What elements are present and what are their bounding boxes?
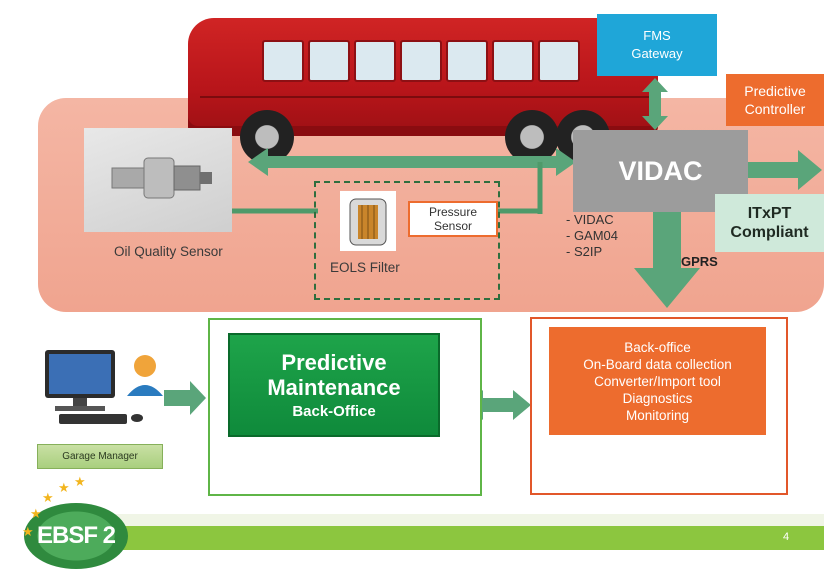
vidac-module-list: - VIDAC - GAM04 - S2IP bbox=[566, 212, 618, 260]
star-icon: ★ bbox=[74, 474, 86, 489]
itxpt-line2: Compliant bbox=[730, 224, 809, 241]
bus-stripe bbox=[200, 96, 650, 98]
star-icon: ★ bbox=[30, 506, 42, 521]
eols-filter-label: EOLS Filter bbox=[330, 260, 400, 275]
backoffice-item: Back-office bbox=[624, 339, 691, 355]
vidac-module-item: - VIDAC bbox=[566, 212, 614, 227]
bus-wheel bbox=[505, 110, 559, 164]
oil-quality-sensor-label: Oil Quality Sensor bbox=[114, 244, 223, 259]
backoffice-item: Diagnostics bbox=[622, 390, 693, 406]
backoffice-box: Back-office On-Board data collection Con… bbox=[549, 327, 766, 435]
garage-manager-label: Garage Manager bbox=[37, 444, 163, 469]
eols-filter-image bbox=[340, 191, 396, 251]
garage-pm-arrow bbox=[164, 381, 206, 415]
predictive-controller-box: Predictive Controller bbox=[726, 74, 824, 126]
itxpt-line1: ITxPT bbox=[747, 204, 792, 222]
pm-title-line1: Predictive bbox=[281, 350, 387, 375]
bus-window bbox=[538, 40, 580, 82]
pm-title-line2: Maintenance bbox=[267, 375, 401, 400]
itxpt-compliant-box: ITxPT Compliant bbox=[715, 194, 824, 252]
predictive-controller-line1: Predictive bbox=[744, 82, 806, 99]
bus-window bbox=[354, 40, 396, 82]
fms-vidac-arrow bbox=[642, 78, 668, 130]
backoffice-item: On-Board data collection bbox=[583, 356, 732, 372]
pm-backoffice-box: Predictive Maintenance Back-Office bbox=[228, 333, 440, 437]
mouse-icon bbox=[131, 414, 143, 422]
pressure-sensor-box: Pressure Sensor bbox=[408, 201, 498, 237]
fms-gateway-box: FMS Gateway bbox=[597, 14, 717, 76]
predictive-controller-line2: Controller bbox=[744, 101, 806, 117]
fms-gateway-line2: Gateway bbox=[631, 46, 683, 61]
garage-manager-illustration bbox=[45, 350, 163, 424]
backoffice-item: Monitoring bbox=[625, 407, 690, 423]
sensor-vidac-arrow bbox=[248, 148, 576, 176]
fms-gateway-line1: FMS bbox=[643, 28, 671, 44]
page-number: 4 bbox=[783, 531, 790, 543]
filter-illustration bbox=[349, 198, 387, 246]
sensor-illustration bbox=[111, 157, 212, 199]
footer-band bbox=[90, 514, 824, 526]
gprs-arrow bbox=[634, 212, 700, 308]
star-icon: ★ bbox=[42, 490, 54, 505]
footer-bar bbox=[90, 526, 824, 550]
logo-text: EBSF 2 bbox=[36, 522, 116, 549]
gprs-label: GPRS bbox=[681, 254, 718, 269]
ebsf2-logo: EBSF 2 bbox=[24, 503, 128, 569]
vidac-module-item: - S2IP bbox=[566, 244, 603, 259]
backoffice-item: Converter/Import tool bbox=[594, 373, 721, 389]
pm-subtitle: Back-Office bbox=[292, 403, 376, 420]
star-icon: ★ bbox=[58, 480, 70, 495]
vidac-out-arrow bbox=[748, 150, 822, 190]
bus-window bbox=[262, 40, 304, 82]
vidac-label: VIDAC bbox=[618, 155, 703, 186]
bus-window bbox=[308, 40, 350, 82]
pressure-sensor-line1: Pressure bbox=[428, 205, 478, 219]
user-avatar-icon bbox=[134, 355, 156, 377]
vidac-module-item: - GAM04 bbox=[566, 228, 619, 243]
bus-window bbox=[446, 40, 488, 82]
star-icon: ★ bbox=[22, 524, 34, 539]
eols-filter-group bbox=[314, 181, 500, 300]
bus-window bbox=[400, 40, 442, 82]
bus-window bbox=[492, 40, 534, 82]
oil-quality-sensor-photo bbox=[84, 128, 232, 232]
keyboard-icon bbox=[59, 414, 127, 424]
pressure-sensor-line2: Sensor bbox=[433, 219, 473, 233]
